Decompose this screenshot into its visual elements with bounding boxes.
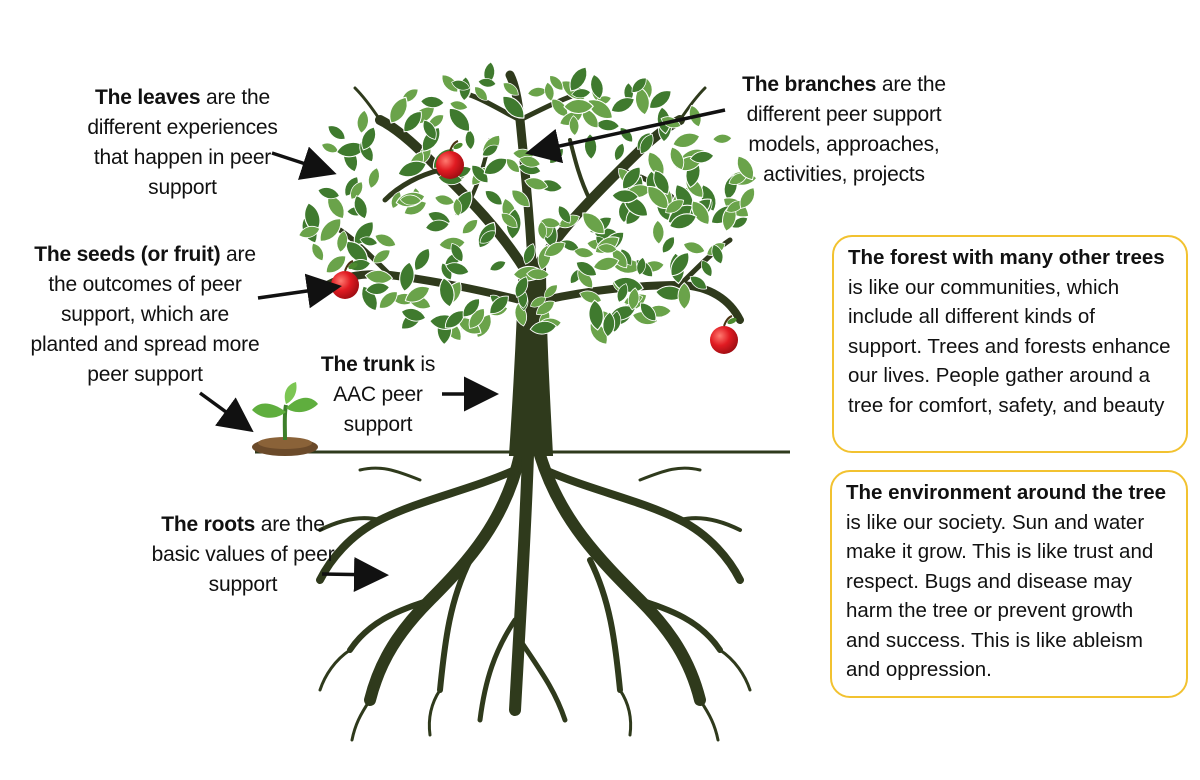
branches-label: The branches are the different peer supp…: [742, 73, 946, 186]
sprout-icon: [252, 382, 318, 456]
arrow-icon: [198, 108, 726, 593]
environment-box: The environment around the tree is like …: [830, 470, 1188, 698]
leaf-cluster: [298, 61, 758, 346]
roots: [316, 449, 752, 742]
leaves-label: The leaves are the different experiences…: [87, 86, 278, 199]
seeds-label: The seeds (or fruit) are the outcomes of…: [30, 243, 260, 386]
apple-icon: [436, 140, 464, 179]
apple-icon: [710, 315, 738, 354]
forest-box: The forest with many other trees is like…: [832, 235, 1188, 453]
roots-label: The roots are the basic values of peer s…: [151, 513, 335, 596]
trunk-label: The trunk is AAC peer support: [320, 353, 436, 436]
